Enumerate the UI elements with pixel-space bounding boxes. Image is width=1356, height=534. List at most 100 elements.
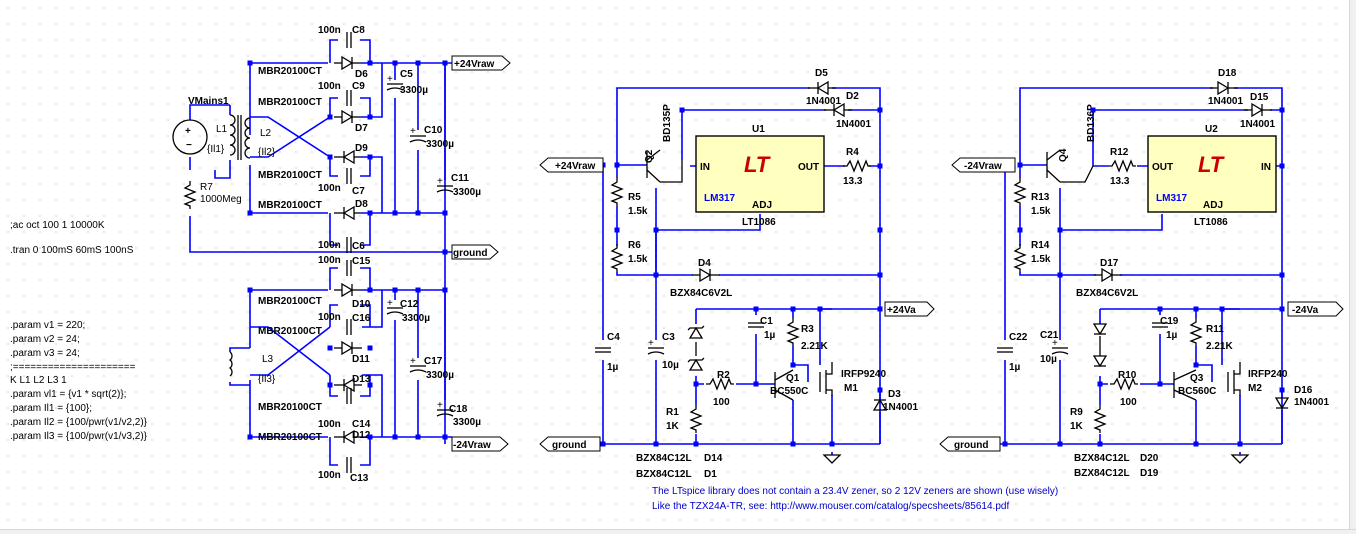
c14-label: C14: [352, 419, 371, 430]
c9-label: C9: [352, 81, 365, 92]
r10-label: R10: [1118, 370, 1137, 381]
vertical-scrollbar[interactable]: [1349, 0, 1356, 533]
d18-part: 1N4001: [1208, 96, 1243, 107]
u1-out-pin: OUT: [798, 162, 819, 173]
directive-sep: ;=====================: [10, 362, 136, 373]
q1-label: Q1: [786, 373, 800, 384]
c19-value: 1µ: [1166, 330, 1178, 341]
c16-label: C16: [352, 313, 371, 324]
u2-out-pin: OUT: [1152, 162, 1173, 173]
r3-label: R3: [801, 324, 814, 335]
c6-value: 100n: [318, 240, 341, 251]
net-flag-ground-mid[interactable]: ground: [539, 436, 601, 452]
lm317-u2-chip[interactable]: [1147, 135, 1277, 213]
net-flag-n24va[interactable]: -24Va: [1287, 301, 1344, 317]
net-flag-ground-right[interactable]: ground: [939, 436, 1001, 452]
svg-text:+24Vraw: +24Vraw: [555, 161, 596, 172]
c11-value: 3300µ: [453, 187, 481, 198]
d1-label: D1: [704, 469, 717, 480]
lm317-u1-chip[interactable]: [695, 135, 825, 213]
m2-label: M2: [1248, 383, 1262, 394]
r5-label: R5: [628, 192, 641, 203]
d20-label: D20: [1140, 453, 1159, 464]
d3-part: 1N4001: [883, 402, 918, 413]
r4-value: 13.3: [843, 176, 863, 187]
c12-value: 3300µ: [402, 313, 430, 324]
r4-label: R4: [846, 147, 859, 158]
r13-label: R13: [1031, 192, 1050, 203]
r5-value: 1.5k: [628, 206, 648, 217]
c18-value: 3300µ: [453, 417, 481, 428]
r11-label: R11: [1206, 324, 1224, 335]
r13-value: 1.5k: [1031, 206, 1051, 217]
u1-adj-pin: ADJ: [752, 200, 772, 211]
q4-label: Q4: [1058, 148, 1069, 162]
d2-label: D2: [846, 91, 859, 102]
c7-value: 100n: [318, 183, 341, 194]
r14-value: 1.5k: [1031, 254, 1051, 265]
d19-part: BZX84C12L: [1074, 468, 1130, 479]
d17-part: BZX84C6V2L: [1076, 288, 1138, 299]
c18-label: C18: [449, 404, 468, 415]
d13-label: D13: [352, 374, 371, 385]
d2-part: 1N4001: [836, 119, 871, 130]
net-flag-p24raw-mid[interactable]: +24Vraw: [539, 157, 604, 173]
c9-value: 100n: [318, 81, 341, 92]
u2-lm317-label: LM317: [1156, 193, 1188, 204]
net-flag-n24raw-right[interactable]: -24Vraw: [951, 157, 1016, 173]
d6-label: D6: [355, 69, 368, 80]
directive-v2: .param v2 = 24;: [10, 334, 80, 345]
d15-label: D15: [1250, 92, 1269, 103]
lt-logo-icon: LT: [744, 152, 771, 177]
c15-label: C15: [352, 256, 371, 267]
net-flag-p24va[interactable]: +24Va: [884, 301, 935, 317]
d3-label: D3: [888, 389, 901, 400]
q3-label: Q3: [1190, 373, 1204, 384]
q3-transistor-icon: [1173, 369, 1197, 401]
q4-transistor-icon: [1046, 149, 1094, 183]
mbr-d12: MBR20100CT: [258, 432, 322, 443]
directive-ac: ;ac oct 100 1 10000K: [10, 220, 105, 231]
c17-label: C17: [424, 356, 443, 367]
directive-il3: .param Il3 = {100/pwr(v1/v3,2)}: [10, 431, 148, 442]
c3-value: 10µ: [662, 360, 679, 371]
svg-text:-24Va: -24Va: [1292, 305, 1319, 316]
r12-label: R12: [1110, 147, 1129, 158]
directive-v1: .param v1 = 220;: [10, 320, 85, 331]
ac-source-icon: [172, 119, 208, 155]
svg-text:-24Vraw: -24Vraw: [964, 161, 1002, 172]
c4-value: 1µ: [607, 362, 619, 373]
r11-value: 2.21K: [1206, 341, 1233, 352]
l1-label: L1: [216, 124, 228, 135]
horizontal-scrollbar[interactable]: [0, 529, 1356, 534]
d1-part: BZX84C12L: [636, 469, 692, 480]
u2-lt1086-label: LT1086: [1194, 217, 1228, 228]
comment-zener-note: The LTspice library does not contain a 2…: [652, 486, 1058, 497]
c12-label: C12: [400, 299, 419, 310]
c22-label: C22: [1009, 332, 1028, 343]
d10-label: D10: [352, 299, 371, 310]
d11-label: D11: [352, 354, 370, 365]
d19-label: D19: [1140, 468, 1159, 479]
net-flag-ground-left[interactable]: ground: [451, 244, 499, 260]
svg-text:−: −: [186, 140, 192, 151]
c5-value: 3300µ: [400, 85, 428, 96]
negative-regulator-section: U2 OUT IN ADJ LM317 LT1086 LT Q4 BD136P …: [948, 68, 1329, 479]
d8-label: D8: [355, 199, 368, 210]
mbr-d8: MBR20100CT: [258, 200, 322, 211]
r2-value: 100: [713, 397, 730, 408]
transformer-icon: [229, 114, 251, 160]
r9-value: 1K: [1070, 421, 1084, 432]
u2-in-pin: IN: [1261, 162, 1271, 173]
net-flag-p24raw-left[interactable]: +24Vraw: [451, 55, 511, 71]
r12-value: 13.3: [1110, 176, 1130, 187]
c16-value: 100n: [318, 312, 341, 323]
net-flag-n24raw-left[interactable]: -24Vraw: [451, 436, 509, 452]
svg-text:ground: ground: [552, 440, 586, 451]
r7-label: R7: [200, 182, 213, 193]
r10-value: 100: [1120, 397, 1137, 408]
u1-label: U1: [752, 124, 765, 135]
u1-lm317-label: LM317: [704, 193, 736, 204]
directive-il2: .param Il2 = {100/pwr(v1/v2,2)}: [10, 417, 148, 428]
